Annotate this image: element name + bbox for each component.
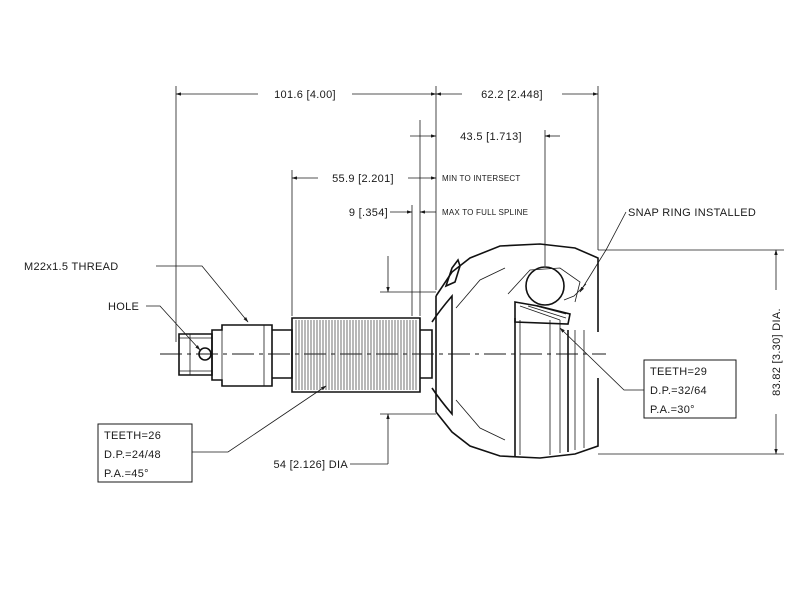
spec-right-teeth: TEETH=29 — [650, 366, 707, 378]
dim-overall-left: 101.6 [4.00] — [274, 89, 336, 101]
hole-icon — [198, 347, 212, 361]
splined-shaft — [291, 317, 421, 393]
dim-ball-offset: 43.5 [1.713] — [460, 131, 522, 143]
dim-full-spline: 9 [.354] — [349, 207, 388, 219]
spec-box-left: TEETH=26 D.P.=24/48 P.A.=45° — [97, 423, 193, 483]
callout-hole: HOLE — [108, 301, 139, 313]
callout-thread: M22x1.5 THREAD — [24, 261, 118, 273]
callout-snap-ring: SNAP RING INSTALLED — [628, 207, 756, 219]
dim-outer-dia: 83.82 [3.30] DIA. — [771, 308, 783, 396]
spec-left-dp: D.P.=24/48 — [104, 449, 161, 461]
spec-box-right: TEETH=29 D.P.=32/64 P.A.=30° — [643, 359, 737, 419]
outer-housing — [435, 243, 599, 459]
spec-right-dp: D.P.=32/64 — [650, 385, 707, 397]
snap-ring-tab — [444, 258, 461, 288]
ball-bearing — [507, 266, 587, 325]
spec-left-teeth: TEETH=26 — [104, 430, 161, 442]
note-full-spline: MAX TO FULL SPLINE — [442, 208, 528, 217]
dim-overall-right: 62.2 [2.448] — [481, 89, 543, 101]
dim-shoulder-dia: 54 [2.126] DIA — [273, 459, 348, 471]
spec-right-pa: P.A.=30° — [650, 404, 695, 416]
dim-min-intersect: 55.9 [2.201] — [332, 173, 394, 185]
shaft-body — [211, 324, 293, 387]
spec-left-pa: P.A.=45° — [104, 468, 149, 480]
note-min-intersect: MIN TO INTERSECT — [442, 174, 520, 183]
